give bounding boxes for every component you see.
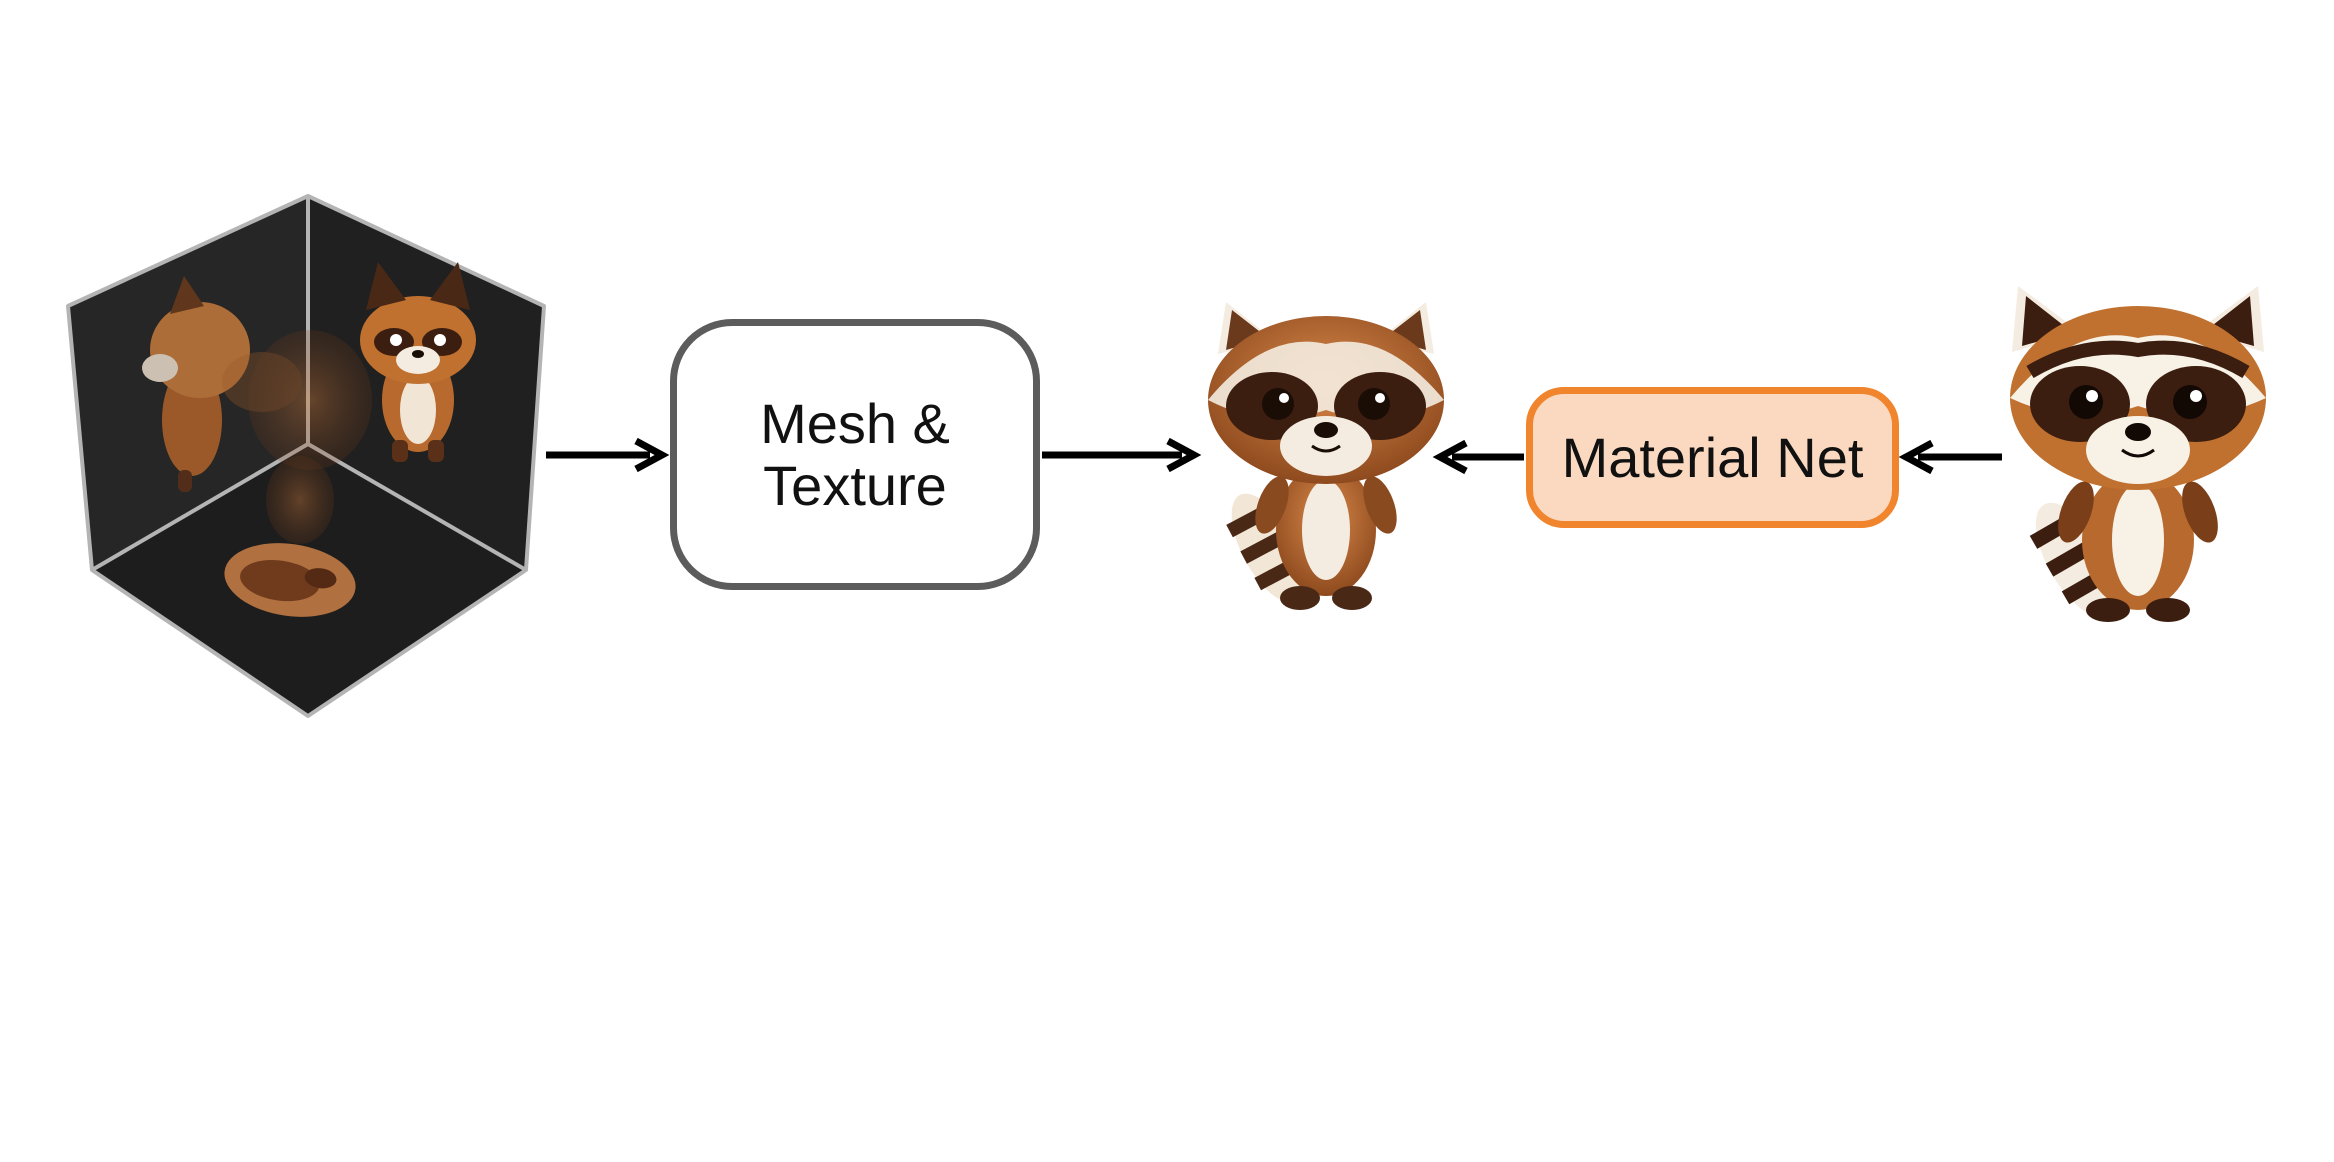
material-net-label: Material Net bbox=[1561, 426, 1864, 489]
arrow-reference-to-material bbox=[1898, 439, 2002, 475]
arrow-mesh-to-render bbox=[1042, 437, 1202, 473]
mesh-texture-label-line2: Texture bbox=[763, 453, 947, 517]
mesh-texture-label-line1: Mesh & bbox=[760, 391, 950, 455]
material-net-node: Material Net bbox=[1526, 387, 1899, 528]
multi-view-cube-icon bbox=[66, 194, 546, 718]
mesh-texture-node: Mesh & Texture bbox=[670, 319, 1040, 590]
reference-raccoon-icon bbox=[2010, 286, 2266, 622]
arrow-cube-to-mesh bbox=[546, 437, 670, 473]
arrow-material-to-render bbox=[1432, 439, 1524, 475]
rendered-raccoon-icon bbox=[1208, 302, 1444, 610]
